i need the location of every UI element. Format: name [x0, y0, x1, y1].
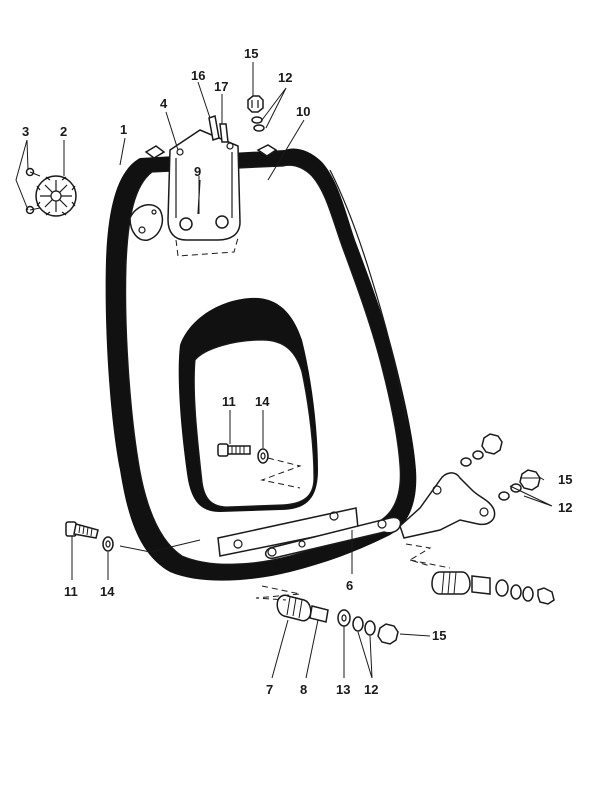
lower-plate-part-6: [217, 472, 496, 567]
label-13: 13: [336, 682, 350, 697]
label-11-center: 11: [222, 394, 236, 409]
label-1: 1: [120, 122, 127, 137]
nut-part-15-bottom: [377, 623, 399, 645]
horn-screws-part-3: [25, 167, 41, 215]
label-15-right: 15: [558, 472, 572, 487]
right-nut-upper: [460, 433, 503, 467]
label-8: 8: [300, 682, 307, 697]
center-washer-part-14: [257, 448, 269, 464]
left-bolt-part-11: [65, 521, 99, 539]
label-14-center: 14: [255, 394, 270, 409]
label-3: 3: [22, 124, 29, 139]
label-16: 16: [191, 68, 205, 83]
bushing-part-7: [276, 594, 312, 622]
label-12-bottom: 12: [364, 682, 378, 697]
sleeve-part-8: [309, 605, 329, 623]
label-4: 4: [160, 96, 168, 111]
label-12-right: 12: [558, 500, 572, 515]
right-nut-part-15: [498, 469, 541, 501]
top-nut-part-15: [247, 95, 264, 113]
backrest-pad: [178, 297, 318, 512]
leader-lines: [15, 62, 553, 679]
label-15-top: 15: [244, 46, 258, 61]
label-11-left: 11: [64, 584, 78, 599]
label-17: 17: [214, 79, 228, 94]
left-washer-part-14: [102, 536, 114, 552]
label-6: 6: [346, 578, 353, 593]
label-10: 10: [296, 104, 310, 119]
top-mounting-bracket-part-9: [167, 115, 241, 257]
label-15-bottom: 15: [432, 628, 446, 643]
label-12-top: 12: [278, 70, 292, 85]
center-bolt-part-11: [217, 443, 251, 457]
washers-part-12-bottom: [352, 616, 376, 636]
label-14-left: 14: [100, 584, 115, 599]
horn-part-2: [35, 175, 77, 217]
right-bushing-stack: [431, 571, 555, 605]
label-2: 2: [60, 124, 67, 139]
label-7: 7: [266, 682, 273, 697]
washer-part-13: [337, 609, 351, 627]
label-9: 9: [194, 164, 201, 179]
callout-labels: 1 2 3 4 9 10 15 16 17 12 11 14 15 12 11 …: [22, 46, 572, 697]
